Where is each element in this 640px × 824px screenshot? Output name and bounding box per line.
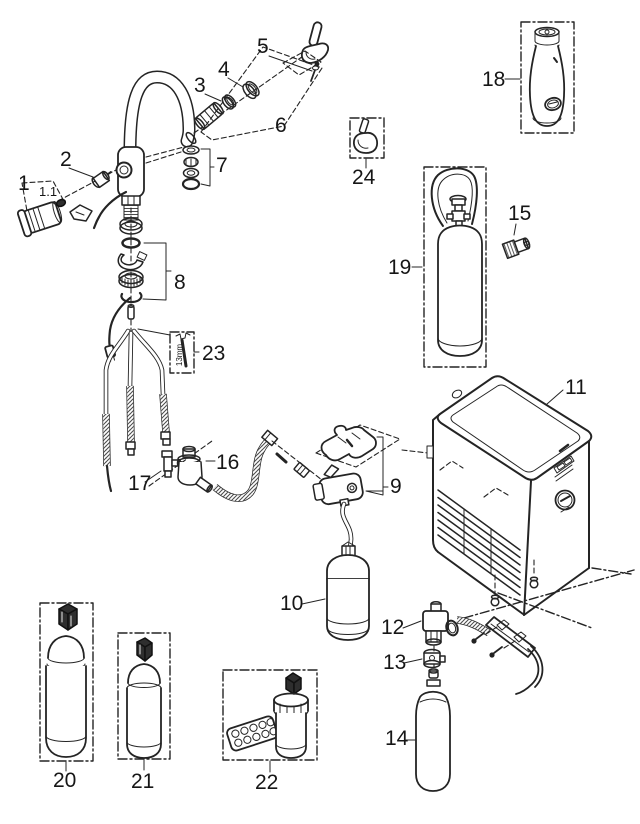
part-1-1-insert	[55, 198, 67, 208]
part-10-filter-head	[301, 541, 370, 641]
part-label-20: 20	[53, 769, 76, 792]
part-label-5: 5	[257, 35, 269, 58]
part-label-17: 17	[128, 472, 151, 495]
mousseur	[194, 101, 224, 131]
bottle-logo	[544, 96, 562, 112]
ring-3	[221, 94, 237, 110]
feet	[490, 559, 539, 607]
part-label-13: 13	[383, 651, 406, 674]
part-label-21: 21	[131, 770, 154, 793]
supply-hoses	[106, 331, 171, 493]
ring-4	[242, 80, 260, 100]
part-label-24: 24	[352, 166, 376, 189]
cable-clamp	[69, 204, 93, 222]
part-12-pressure-regulator	[402, 601, 459, 646]
pin	[275, 452, 288, 464]
part-labels: 1 1.1 2 3 4 5 6 7 8 9 10 11 12 13 14 15 …	[18, 35, 587, 794]
part-label-22: 22	[255, 771, 278, 794]
part-label-1-1: 1.1	[39, 184, 57, 199]
pin	[127, 305, 135, 320]
part-21-filter-cartridge-small	[117, 632, 171, 771]
part-23-wrench-tool: 13mm	[137, 328, 202, 374]
mounting-plane	[457, 567, 635, 695]
faucet-assembly	[69, 77, 197, 230]
cleaning-cartridge	[273, 672, 309, 759]
control-panel	[553, 443, 575, 482]
wrench-icon	[175, 332, 191, 340]
carry-handle	[430, 167, 478, 227]
part-3-4-aerator-set	[193, 46, 317, 134]
part-label-4: 4	[218, 58, 230, 81]
handle-boss	[115, 161, 133, 179]
part-22-cleaning-set	[222, 669, 318, 773]
part-label-6: 6	[275, 114, 287, 137]
part-label-1: 1	[18, 172, 30, 195]
part-19-co2-cylinder	[411, 166, 487, 368]
part-label-14: 14	[385, 727, 409, 750]
cylinder-valve	[446, 194, 471, 230]
connector-block	[136, 637, 153, 662]
spout-outlet-ring	[185, 131, 197, 145]
part-6-region	[200, 46, 323, 141]
top-knob	[451, 389, 463, 399]
sensor-cable	[92, 190, 128, 230]
o-ring	[121, 237, 141, 249]
inlet-port	[426, 445, 434, 459]
faucet-base	[121, 195, 141, 206]
part-2-cartridge	[68, 167, 112, 189]
horseshoe-washer	[117, 253, 144, 271]
part-label-8: 8	[174, 271, 186, 294]
part-7-seal-kit	[181, 145, 215, 191]
connection-hose	[215, 429, 323, 498]
part-label-3: 3	[194, 74, 206, 97]
part-label-15: 15	[508, 202, 531, 225]
part-label-2: 2	[60, 148, 72, 171]
part-label-10: 10	[280, 592, 303, 615]
part-17-t-fitting	[144, 440, 213, 487]
connector-block	[58, 603, 78, 631]
part-label-18: 18	[482, 68, 505, 91]
part-11-cooler-unit	[426, 375, 593, 616]
part-label-16: 16	[216, 451, 239, 474]
screws	[471, 626, 516, 658]
part-8-mounting-kit	[104, 207, 172, 362]
gland-nut	[118, 269, 144, 289]
part-9-bracket-assembly	[312, 424, 429, 507]
c-clip	[120, 291, 143, 304]
part-5-lever	[268, 21, 330, 82]
valve-head	[312, 464, 364, 507]
part-label-7: 7	[216, 154, 228, 177]
wrench-size-label: 13mm	[175, 344, 184, 367]
part-15-adapter-nut	[501, 223, 531, 260]
part-16-valve	[177, 445, 216, 493]
part-label-11: 11	[565, 376, 587, 399]
brand-badge	[554, 489, 576, 513]
part-13-adapter	[403, 645, 446, 671]
flange	[119, 217, 143, 231]
part-20-filter-cartridge-large	[39, 602, 94, 772]
part-14-co2-bottle	[405, 668, 451, 792]
vent-grille	[437, 489, 521, 596]
gauge	[445, 619, 459, 637]
plug-fitting	[293, 461, 310, 478]
part-18-bottle	[504, 21, 575, 134]
part-label-12: 12	[381, 616, 404, 639]
part-24-key-tool	[349, 117, 385, 169]
part-label-9: 9	[390, 475, 402, 498]
part-label-23: 23	[202, 342, 225, 365]
blister-pack	[226, 715, 279, 752]
part-label-19: 19	[388, 256, 411, 279]
valve-cable	[108, 296, 132, 349]
strap	[515, 648, 540, 695]
